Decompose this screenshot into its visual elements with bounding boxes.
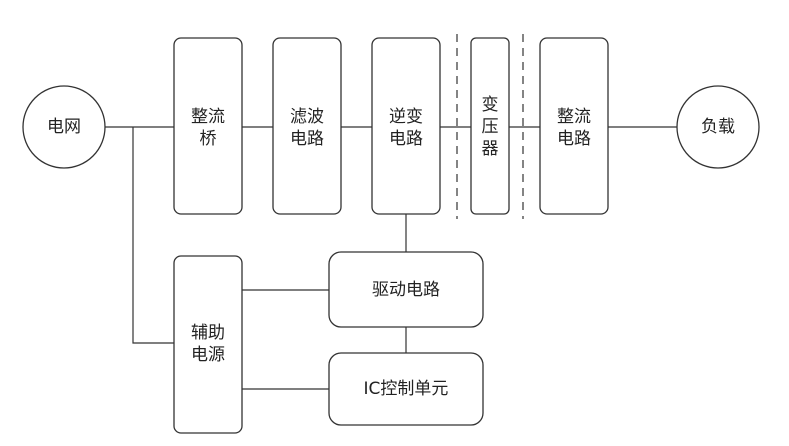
aux-power-node: 辅助 电源	[173, 255, 243, 434]
rectifier-bridge-label-line1: 整流	[191, 107, 225, 127]
filter-circuit-label-line2: 电路	[290, 129, 324, 149]
output-rectifier-node: 整流 电路	[539, 37, 609, 215]
filter-circuit-label-line1: 滤波	[290, 107, 324, 127]
filter-circuit-box	[272, 37, 342, 215]
aux-power-box	[173, 255, 243, 434]
driver-circuit-label: 驱动电路	[372, 280, 440, 300]
grid-label: 电网	[47, 117, 81, 137]
transformer-node: 变 压 器	[470, 37, 510, 215]
grid-node: 电网	[22, 85, 106, 169]
load-node: 负载	[676, 85, 760, 169]
inverter-circuit-label-line1: 逆变	[389, 107, 423, 127]
output-rectifier-label-line1: 整流	[557, 107, 591, 127]
transformer-label-char1: 变	[482, 95, 499, 115]
transformer-box	[470, 37, 510, 215]
transformer-label-char2: 压	[482, 117, 499, 137]
grid-circle	[22, 85, 106, 169]
transformer-label-char3: 器	[482, 139, 499, 159]
rectifier-bridge-node: 整流 桥	[173, 37, 243, 215]
rectifier-bridge-box	[173, 37, 243, 215]
inverter-circuit-box	[371, 37, 441, 215]
connections	[105, 126, 677, 390]
load-circle	[676, 85, 760, 169]
ic-control-label: IC控制单元	[364, 379, 449, 399]
wire-grid-to-aux-power	[132, 127, 174, 344]
isolation-boundary	[456, 34, 524, 219]
rectifier-bridge-label-line2: 桥	[200, 129, 217, 149]
ic-control-node: IC控制单元	[328, 352, 484, 426]
aux-power-label-line2: 电源	[191, 345, 225, 365]
driver-circuit-box	[328, 251, 484, 328]
inverter-circuit-node: 逆变 电路	[371, 37, 441, 215]
driver-circuit-node: 驱动电路	[328, 251, 484, 328]
filter-circuit-node: 滤波 电路	[272, 37, 342, 215]
ic-control-box	[328, 352, 484, 426]
inverter-circuit-label-line2: 电路	[389, 129, 423, 149]
aux-power-label-line1: 辅助	[191, 323, 225, 343]
load-label: 负载	[701, 117, 735, 137]
output-rectifier-box	[539, 37, 609, 215]
output-rectifier-label-line2: 电路	[557, 129, 591, 149]
